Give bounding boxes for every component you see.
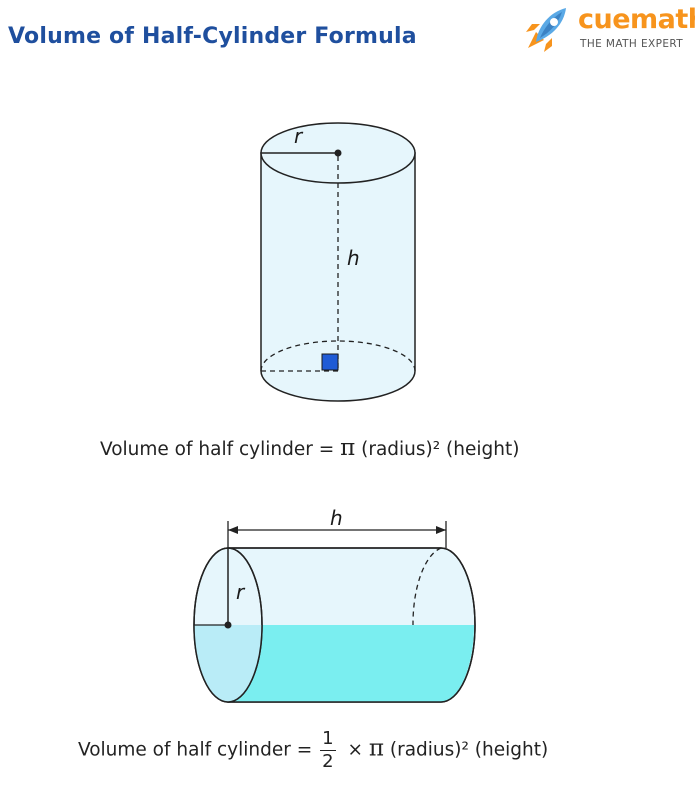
formula-bottom: Volume of half cylinder = 1 2 × π (radiu… — [78, 728, 548, 773]
water-fill — [228, 625, 474, 702]
brand-name: cuemath — [578, 4, 695, 35]
formula-bottom-rhs: (radius)² (height) — [389, 739, 549, 761]
upright-cylinder — [260, 122, 416, 402]
radius-label-bottom: r — [236, 580, 245, 604]
height-label-bottom: h — [330, 506, 343, 530]
one-half-fraction: 1 2 — [320, 728, 336, 773]
arrowhead-right — [436, 526, 446, 534]
formula-top: Volume of half cylinder = π (radius)² (h… — [100, 435, 519, 461]
rocket-icon — [526, 8, 566, 52]
times-symbol: × — [347, 739, 363, 761]
cylinder-outline — [228, 547, 476, 703]
height-label-top: h — [347, 246, 360, 270]
fraction-denominator: 2 — [322, 751, 334, 772]
formula-top-lhs: Volume of half cylinder = — [100, 439, 335, 460]
fraction-numerator: 1 — [320, 728, 336, 751]
formula-bottom-lhs: Volume of half cylinder = — [78, 739, 313, 761]
arrowhead-left — [228, 526, 238, 534]
page-title: Volume of Half-Cylinder Formula — [8, 24, 417, 49]
top-center-dot — [334, 149, 342, 157]
formula-top-rhs: (radius)² (height) — [361, 439, 520, 460]
cuemath-logo[interactable]: cuemath THE MATH EXPERT — [518, 2, 695, 58]
pi-symbol: π — [340, 435, 356, 461]
far-end-hidden-edge — [412, 547, 442, 626]
right-angle-marker — [321, 353, 339, 371]
near-end-water — [194, 625, 262, 702]
brand-tagline: THE MATH EXPERT — [580, 38, 684, 50]
radius-label-top: r — [294, 124, 303, 148]
pi-symbol: π — [368, 735, 384, 762]
end-center-dot — [224, 621, 232, 629]
lying-cylinder — [193, 521, 476, 703]
